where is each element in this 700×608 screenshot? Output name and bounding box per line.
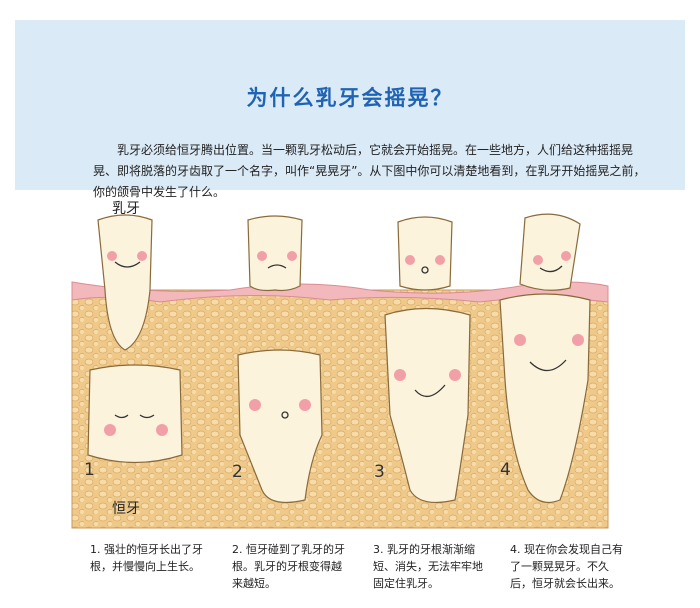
baby-tooth-label: 乳牙 [112,201,140,217]
permanent-tooth-1 [87,364,183,464]
caption-step-2: 2. 恒牙碰到了乳牙的牙根。乳牙的牙根变得越来越短。 [232,543,345,590]
permanent-tooth-4 [499,293,591,503]
intro-text: 乳牙必须给恒牙腾出位置。当一颗乳牙松动后，它就会开始摇晃。在一些地方，人们给这种… [93,143,646,199]
permanent-tooth-3 [384,307,471,503]
page-title: 为什么乳牙会摇晃？ [246,86,454,110]
intro-panel: 为什么乳牙会摇晃？ 乳牙必须给恒牙腾出位置。当一颗乳牙松动后，它就会开始摇晃。在… [15,20,685,199]
baby-tooth-1 [97,214,153,351]
step-number-4: 4 [500,460,511,480]
caption-step-4: 4. 现在你会发现自己有了一颗晃晃牙。不久后，恒牙就会长出来。 [510,543,623,590]
baby-tooth-3 [397,216,453,291]
step-number-2: 2 [232,462,243,482]
permanent-tooth-2 [237,349,323,503]
step-number-1: 1 [84,460,95,480]
caption-step-1: 1. 强壮的恒牙长出了牙根，并慢慢向上生长。 [90,543,203,573]
tooth-illustration [71,213,609,529]
caption-step-3: 3. 乳牙的牙根渐渐缩短、消失，无法牢牢地固定住乳牙。 [373,543,483,590]
baby-tooth-4 [519,213,581,291]
permanent-tooth-label: 恒牙 [112,501,140,517]
step-number-3: 3 [374,462,385,482]
baby-tooth-2 [247,215,303,292]
